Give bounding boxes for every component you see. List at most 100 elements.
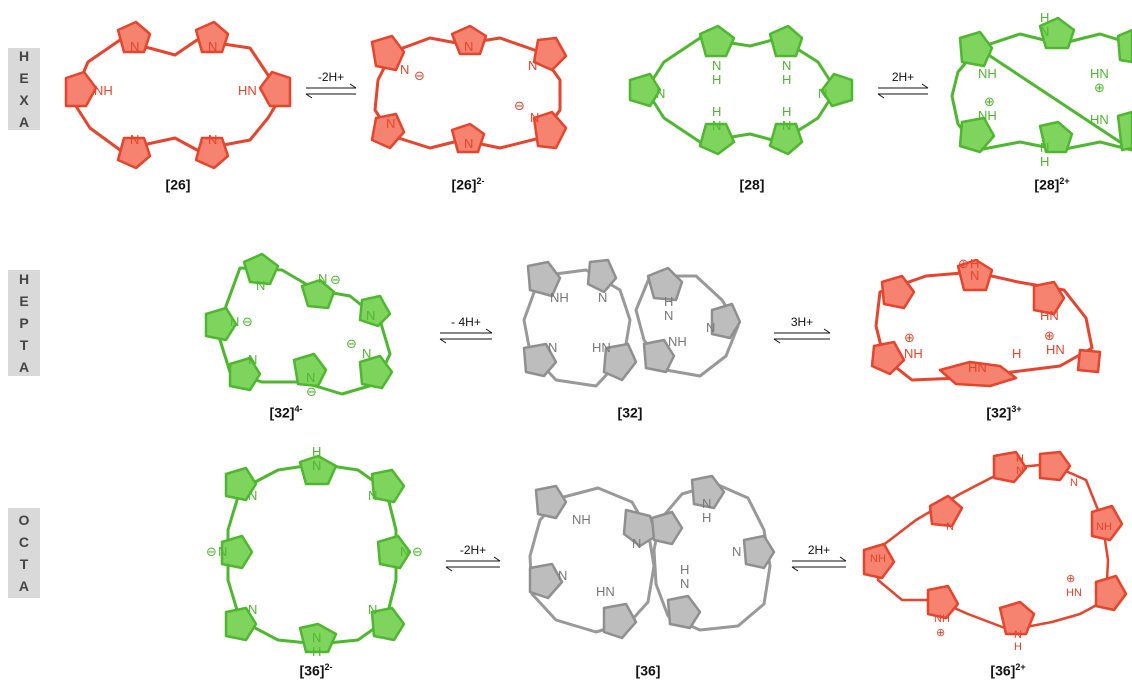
atom-n: N <box>1014 629 1022 641</box>
charge-minus: ⊖ <box>242 314 253 329</box>
atom-n: N <box>706 320 715 335</box>
atom-n: N <box>1040 140 1049 155</box>
caption-32: [32] <box>617 404 643 421</box>
caption-32-trication: [32]3+ <box>986 404 1022 421</box>
atom-n: N <box>1016 465 1024 477</box>
row-tab-hepta: H E P T A <box>8 270 40 376</box>
atom-n: N <box>368 602 377 617</box>
caption-28-dication: [28]2+ <box>1034 176 1070 193</box>
atom-nh: NH <box>550 290 569 305</box>
atom-n: N <box>712 118 721 133</box>
atom-n: N <box>386 116 395 131</box>
atom-h: H <box>970 256 979 271</box>
caption-36-dication: [36]2+ <box>990 662 1026 679</box>
molecule-32-trication: ⊕ H N HN ⊕ NH ⊕ HN H HN <box>870 256 1102 388</box>
atom-n: N <box>656 86 665 101</box>
atom-h: H <box>782 72 791 87</box>
atom-nh: NH <box>978 108 997 123</box>
atom-n: N <box>248 352 257 367</box>
atom-n: N <box>702 496 711 511</box>
atom-n: N <box>130 132 139 147</box>
arrow-label-1: -2H+ <box>317 70 345 84</box>
charge-plus: ⊕ <box>936 627 945 639</box>
atom-n: N <box>782 118 791 133</box>
charge-minus: ⊖ <box>514 98 525 113</box>
atom-hn: HN <box>1066 587 1082 599</box>
atom-h: H <box>1014 641 1022 653</box>
molecule-32: NH N N HN H N N NH <box>522 258 742 388</box>
atom-n: N <box>782 58 791 73</box>
atom-n: N <box>464 39 473 54</box>
atom-nh: NH <box>978 66 997 81</box>
atom-n: N <box>558 568 567 583</box>
equilibrium-arrow-4 <box>773 328 831 344</box>
atom-n: N <box>248 602 257 617</box>
atom-n: N <box>400 544 409 559</box>
equilibrium-arrow-1 <box>305 83 357 99</box>
caption-26: [26] <box>165 176 191 193</box>
atom-n: N <box>218 544 227 559</box>
atom-nh: NH <box>1096 521 1112 533</box>
atom-n: N <box>1070 477 1078 489</box>
charge-minus: ⊖ <box>206 544 217 559</box>
atom-n: N <box>1040 24 1049 39</box>
row-tab-octa: O C T A <box>8 508 40 598</box>
molecule-28-dication: H N NH HN ⊕ ⊕ NH HN N H <box>950 10 1132 169</box>
molecule-26: N N N N NH HN <box>64 20 292 170</box>
equilibrium-arrow-2 <box>877 83 929 99</box>
atom-n: N <box>970 268 979 283</box>
atom-n: N <box>248 488 257 503</box>
charge-minus: ⊖ <box>330 272 341 287</box>
atom-h: H <box>1016 453 1024 465</box>
charge-minus: ⊖ <box>412 544 423 559</box>
atom-n: N <box>208 39 217 54</box>
atom-n: N <box>664 308 673 323</box>
atom-n: N <box>598 290 607 305</box>
atom-h: H <box>712 72 721 87</box>
atom-h: H <box>312 644 321 659</box>
atom-hn: HN <box>1040 308 1059 323</box>
atom-n: N <box>130 39 139 54</box>
atom-n: N <box>528 58 537 73</box>
atom-n: N <box>256 278 265 293</box>
atom-hn: HN <box>1046 342 1065 357</box>
atom-n: N <box>946 521 954 533</box>
equilibrium-arrow-5 <box>445 556 501 572</box>
atom-h: H <box>702 510 711 525</box>
arrow-label-3: - 4H+ <box>451 315 481 329</box>
molecule-36-dianion: H N N N ⊖ N N ⊖ N N N H <box>206 444 423 659</box>
atom-h: H <box>1040 154 1049 169</box>
atom-h: H <box>712 104 721 119</box>
arrow-label-6: 2H+ <box>807 543 831 557</box>
molecule-36: NH N N HN N H N H N <box>528 474 776 640</box>
charge-plus: ⊕ <box>1094 80 1105 95</box>
atom-nh: NH <box>934 613 950 625</box>
atom-h: H <box>782 104 791 119</box>
charge-plus: ⊕ <box>1066 573 1075 585</box>
charge-plus: ⊕ <box>984 94 995 109</box>
equilibrium-arrow-3 <box>439 328 493 344</box>
atom-n: N <box>632 536 641 551</box>
atom-h: H <box>312 444 321 459</box>
molecule-28: N H N H H N H N N N <box>628 24 854 156</box>
charge-minus: ⊖ <box>414 68 425 83</box>
atom-n: N <box>208 132 217 147</box>
atom-hn: HN <box>592 340 611 355</box>
atom-n: N <box>732 544 741 559</box>
charge-plus: ⊕ <box>904 330 915 345</box>
atom-h: H <box>680 562 689 577</box>
atom-n: N <box>318 271 327 286</box>
caption-36: [36] <box>635 662 661 679</box>
atom-nh: NH <box>870 553 886 565</box>
atom-n: N <box>362 346 371 361</box>
atom-n: N <box>548 340 557 355</box>
caption-28: [28] <box>739 176 765 193</box>
molecule-26-dianion: N ⊖ N N N N ⊖ N <box>370 24 568 154</box>
arrow-label-4: 3H+ <box>790 315 814 329</box>
atom-n: N <box>312 458 321 473</box>
atom-n: N <box>306 370 315 385</box>
atom-n: N <box>530 110 539 125</box>
atom-h: H <box>1040 10 1049 25</box>
atom-n: N <box>712 58 721 73</box>
